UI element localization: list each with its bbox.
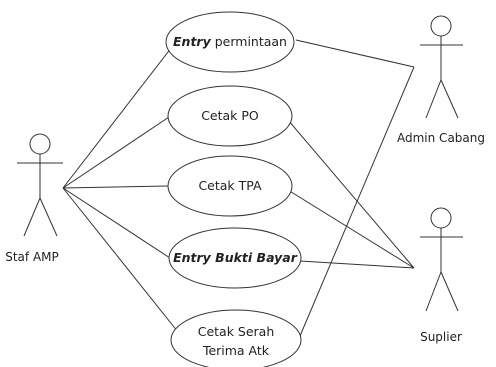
actor-label: Admin Cabang xyxy=(397,131,485,145)
use-case-label-line2: Terima Atk xyxy=(202,343,270,358)
actor-suplier: Suplier xyxy=(420,207,463,344)
use-case-cetak-serah-terima: Cetak Serah Terima Atk xyxy=(170,309,302,367)
use-case-label-line1: Cetak Serah xyxy=(198,324,275,339)
use-case-label: Cetak TPA xyxy=(198,178,262,193)
actor-admin-cabang: Admin Cabang xyxy=(397,15,485,145)
assoc-staf-entry-bukti-bayar xyxy=(62,187,171,259)
assoc-staf-cetak-tpa xyxy=(62,185,169,189)
use-case-ellipse xyxy=(170,309,302,367)
associations xyxy=(62,29,415,337)
use-case-entry-bukti-bayar: Entry Bukti Bayar xyxy=(168,227,302,289)
use-case-label: Entry Bukti Bayar xyxy=(173,250,298,265)
actor-staf-amp: Staf AMP xyxy=(5,133,63,264)
use-case-label-rest: permintaan xyxy=(211,34,287,49)
actor-label: Staf AMP xyxy=(5,250,59,264)
use-case-ellipse xyxy=(168,227,302,289)
actor-stick-figure-icon xyxy=(420,15,463,119)
use-case-entry-permintaan: Entry permintaan xyxy=(165,11,295,73)
use-case-ellipse xyxy=(167,85,293,147)
assoc-staf-cetak-po xyxy=(62,114,173,189)
assoc-suplier-cetak-po xyxy=(287,119,415,269)
use-case-cetak-po: Cetak PO xyxy=(167,85,293,147)
use-case-label: Cetak PO xyxy=(201,108,259,123)
assoc-staf-cetak-serah-terima xyxy=(62,187,179,333)
assoc-suplier-cetak-tpa xyxy=(287,189,415,269)
assoc-suplier-entry-bukti-bayar xyxy=(299,260,415,269)
actor-label: Suplier xyxy=(420,330,462,344)
use-case-ellipse xyxy=(165,11,295,73)
use-case-ellipse xyxy=(167,155,293,217)
assoc-admin-entry-permintaan xyxy=(295,39,415,68)
use-case-label-emphasis: Entry xyxy=(173,34,212,49)
actor-stick-figure-icon xyxy=(420,207,463,312)
use-case-label: Entry permintaan xyxy=(173,34,287,49)
actor-stick-figure-icon xyxy=(17,133,63,237)
use-case-cetak-tpa: Cetak TPA xyxy=(167,155,293,217)
assoc-staf-entry-permintaan xyxy=(62,29,186,189)
